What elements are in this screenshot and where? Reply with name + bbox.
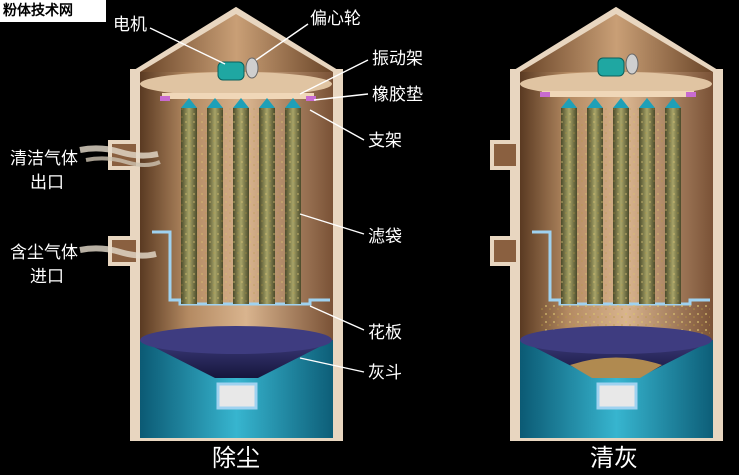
labels: 电机 偏心轮 振动架 橡胶垫 支架 清洁气体 出口 含尘气体 进口 滤袋 花板 … <box>10 9 638 472</box>
left-rubber-pad-1 <box>160 96 170 101</box>
callout-lines <box>149 23 369 373</box>
left-blue-frame <box>152 230 330 306</box>
right-unit <box>490 6 723 441</box>
label-clean-gas-outlet-line2: 出口 <box>30 173 64 193</box>
left-eccentric-wheel <box>245 57 259 79</box>
left-roof <box>140 14 333 72</box>
label-motor: 电机 <box>113 15 147 35</box>
right-roof <box>520 14 713 72</box>
label-filter-bag: 滤袋 <box>368 227 402 247</box>
left-hopper-outlet <box>216 382 258 410</box>
label-ash-hopper: 灰斗 <box>368 363 402 383</box>
left-motor <box>217 61 245 81</box>
left-unit <box>108 6 343 441</box>
label-rubber-pad: 橡胶垫 <box>372 85 423 105</box>
left-filter-bags <box>181 98 301 304</box>
left-vibration-frame <box>162 93 314 99</box>
right-filter-bags <box>561 98 681 304</box>
right-collected-dust <box>570 357 662 378</box>
left-top-ellipse <box>140 72 332 96</box>
caption-left: 除尘 <box>212 444 260 472</box>
gas-flow-wisps <box>79 145 161 259</box>
right-vibration-frame <box>542 91 694 97</box>
label-clean-gas-outlet-line1: 清洁气体 <box>10 149 78 169</box>
label-vibration-frame: 振动架 <box>372 49 423 69</box>
left-bag-cap <box>259 98 275 108</box>
left-bag-cap <box>181 98 197 108</box>
left-bag-cap <box>233 98 249 108</box>
watermark: 粉体技术网 <box>0 0 106 22</box>
left-bag-cap <box>207 98 223 108</box>
right-motor <box>597 57 625 77</box>
label-bracket: 支架 <box>368 131 402 151</box>
label-dusty-gas-inlet-line1: 含尘气体 <box>10 243 78 263</box>
caption-right: 清灰 <box>590 444 638 472</box>
label-tube-sheet: 花板 <box>368 323 402 343</box>
label-dusty-gas-inlet-line2: 进口 <box>30 267 64 287</box>
left-bag-cap <box>285 98 301 108</box>
right-blue-frame <box>532 230 710 306</box>
label-eccentric-wheel: 偏心轮 <box>310 9 361 29</box>
right-hopper-outlet <box>596 382 638 410</box>
left-rubber-pad-2 <box>306 96 316 101</box>
